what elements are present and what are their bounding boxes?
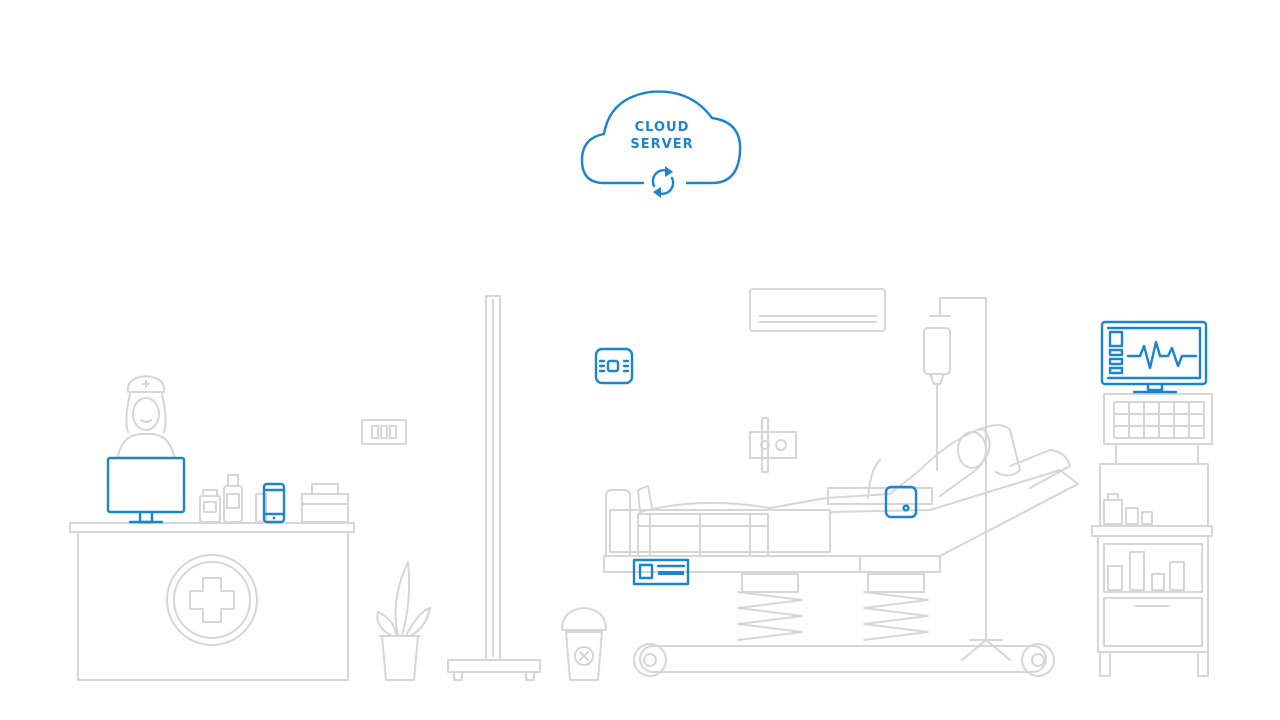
hospital-bed [603,424,1079,677]
medical-cart [1091,393,1213,677]
potted-plant [376,561,431,681]
cloud-outline-icon [580,90,742,185]
light-switch [361,419,407,445]
wall-sensor-icon [594,347,634,385]
reception-desk [69,522,355,681]
ecg-monitor-icon [1100,320,1208,394]
nurse-figure [117,375,175,457]
cloud-label-line1: CLOUD [635,120,690,135]
trash-bin [561,607,607,681]
reception-monitor-icon [106,456,186,524]
cloud-server: CLOUD SERVER [580,90,742,198]
bed-tag-icon [632,558,690,586]
room-divider [447,295,541,681]
iv-stand [923,297,1011,661]
sync-icon [651,166,675,198]
cloud-label-line2: SERVER [630,137,693,152]
bed-sensor-icon [884,485,918,519]
file-box [301,483,349,523]
air-conditioner [749,288,886,332]
medicine-bottles [199,474,267,523]
oxygen-outlet [749,417,797,473]
smartphone-icon [262,482,286,524]
